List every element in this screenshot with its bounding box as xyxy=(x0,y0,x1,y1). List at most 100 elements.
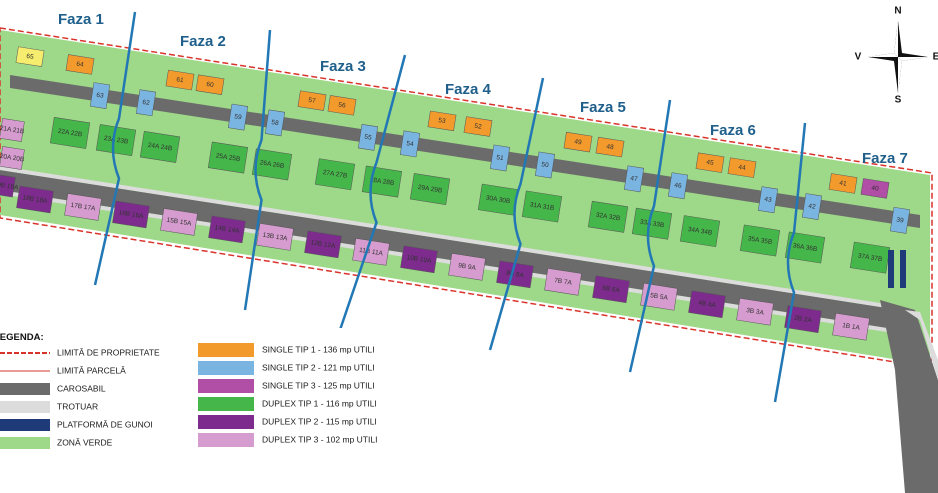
lot-duplex-green: 25A 25B xyxy=(207,141,249,174)
lot-duplex-green-label: 22A 22B xyxy=(57,128,82,139)
lot-single-blue-shape xyxy=(667,172,689,200)
lot-single-label: 60 xyxy=(206,81,215,89)
lot-duplex-small: 20A 20B xyxy=(0,146,25,170)
lot-single-label: 48 xyxy=(606,143,615,151)
legend-item-label: DUPLEX TIP 3 - 102 mp UTILI xyxy=(262,434,377,444)
lot-single-blue-label: 55 xyxy=(364,134,373,142)
lot-single-blue: 43 xyxy=(757,186,779,214)
lot-single-blue: 42 xyxy=(801,193,823,220)
lot-duplex-bottom-shape xyxy=(688,290,726,319)
lot-duplex-green-label: 31A 31B xyxy=(529,201,554,212)
lot-duplex-green-shape xyxy=(409,173,451,205)
lot-single-blue-label: 62 xyxy=(142,99,151,107)
lot-duplex-bottom-shape xyxy=(400,245,438,274)
lot-duplex-bottom-shape xyxy=(208,215,246,244)
lot-single-blue-shape xyxy=(227,103,249,131)
lot-single-label: 45 xyxy=(706,159,715,167)
legend-item-label: SINGLE TIP 2 - 121 mp UTILI xyxy=(262,362,375,372)
lot-duplex-green-label: 32A 32B xyxy=(595,212,620,223)
lot-duplex-bottom-shape xyxy=(64,193,102,221)
lot-single-label: 44 xyxy=(738,164,747,172)
legend-swatch xyxy=(198,379,254,393)
lot-single: 49 xyxy=(563,131,593,153)
lot-duplex-green-label: 36A 36B xyxy=(792,242,817,253)
phase-divider xyxy=(243,29,272,311)
garbage-platform xyxy=(888,250,894,288)
lot-duplex-green-shape xyxy=(739,224,781,257)
garbage-platform xyxy=(900,250,906,288)
lot-duplex-bottom-label: 12B 12A xyxy=(310,239,336,250)
legend-swatch xyxy=(198,343,254,357)
phase-label: Faza 3 xyxy=(320,58,366,75)
exit-sidewalk xyxy=(905,310,938,380)
lot-duplex-bottom-shape xyxy=(304,230,342,259)
lot-single: 41 xyxy=(828,173,858,194)
sidewalk-upper xyxy=(0,166,900,310)
lot-single-shape xyxy=(297,90,327,111)
lot-single-label: 61 xyxy=(176,76,185,84)
lot-duplex-green-label: 33A 33B xyxy=(639,219,664,230)
legend-swatch xyxy=(198,361,254,375)
legend-title: LEGENDA: xyxy=(0,332,44,343)
phase-label: Faza 6 xyxy=(710,122,756,139)
lot-single-label: 57 xyxy=(308,97,317,105)
lot-single-blue-label: 39 xyxy=(896,217,905,225)
lot-duplex-green-shape xyxy=(679,215,721,248)
lot-single-shape xyxy=(427,110,457,132)
legend-item-label: DUPLEX TIP 2 - 115 mp UTILI xyxy=(262,416,377,426)
lot-single-blue-label: 42 xyxy=(808,203,817,211)
lot-duplex-green: 37A 37B xyxy=(849,241,891,274)
lot-duplex-bottom: 4B 4A xyxy=(688,290,726,319)
lot-duplex-green-label: 34A 34B xyxy=(687,226,712,237)
lot-single-blue-shape xyxy=(889,206,911,234)
lot-duplex-bottom: 15B 15A xyxy=(160,208,198,236)
lot-single-blue-label: 51 xyxy=(496,154,505,162)
lot-duplex-green-shape xyxy=(207,141,249,174)
lot-single-blue-label: 50 xyxy=(541,161,550,169)
lot-duplex-bottom-shape xyxy=(352,238,390,266)
lot-duplex-bottom: 10B 10A xyxy=(400,245,438,274)
lot-duplex-bottom: 6B 6A xyxy=(592,275,630,304)
lot-duplex-green-shape xyxy=(631,207,673,240)
lot-duplex-bottom-label: 14B 14A xyxy=(214,224,240,235)
lot-duplex-green-label: 27A 27B xyxy=(322,169,347,180)
lot-duplex-bottom: 2B 2A xyxy=(784,305,822,333)
lot-single-blue-label: 54 xyxy=(406,140,415,148)
phase-label: Faza 1 xyxy=(58,11,104,28)
lot-single: 45 xyxy=(695,152,725,173)
legend-item-label: ZONĂ VERDE xyxy=(57,437,113,447)
lot-duplex-bottom-shape xyxy=(112,200,150,229)
lot-single: 56 xyxy=(327,95,357,116)
lot-duplex-bottom: 12B 12A xyxy=(304,230,342,259)
lot-duplex-bottom-label: 4B 4A xyxy=(698,300,717,310)
lot-duplex-bottom-shape xyxy=(448,253,486,281)
lot-single-blue-shape xyxy=(534,151,556,179)
legend-item-label: LIMITĂ PARCELĂ xyxy=(57,365,126,375)
lot-duplex-bottom-label: 3B 3A xyxy=(746,307,765,317)
phase-divider xyxy=(628,99,672,373)
lot-duplex-small-shape xyxy=(0,118,25,142)
lot-single: 40 xyxy=(860,178,890,199)
lot-duplex-bottom-shape xyxy=(736,297,774,326)
lot-single-shape xyxy=(327,95,357,116)
lot-duplex-bottom-label: 11B 11A xyxy=(359,247,384,258)
lot-duplex-bottom-shape xyxy=(592,275,630,304)
lot-duplex-bottom-label: 17B 17A xyxy=(70,202,96,213)
lot-single-blue-label: 58 xyxy=(271,119,280,127)
lot-duplex-far-left-shape xyxy=(0,174,16,198)
lot-single-shape xyxy=(727,157,757,178)
lot-single: 57 xyxy=(297,90,327,111)
lot-duplex-bottom-label: 16B 16A xyxy=(118,209,144,220)
lot-duplex-bottom: 17B 17A xyxy=(64,193,102,221)
lot-duplex-bottom-label: 2B 2A xyxy=(794,315,813,325)
lot-single-blue-label: 47 xyxy=(630,175,639,183)
phase-divider xyxy=(773,122,807,403)
lot-duplex-green-shape xyxy=(139,131,181,163)
lot-single: 52 xyxy=(463,116,493,137)
lot-duplex-green: 30A 30B xyxy=(477,183,519,216)
lot-duplex-small-label: 20A 20B xyxy=(0,153,25,164)
